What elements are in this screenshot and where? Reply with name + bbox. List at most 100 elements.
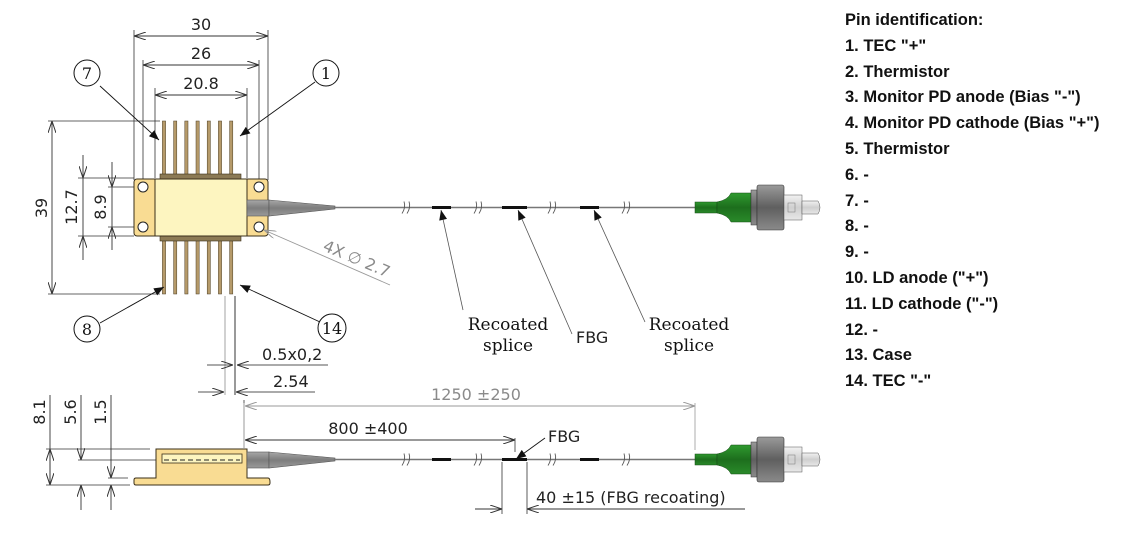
leader-fbg: [517, 209, 573, 335]
pin: [195, 239, 200, 295]
pin-item: 9. -: [845, 243, 869, 262]
fiber-boot: [268, 199, 336, 217]
side-fiber-marks: [401, 453, 631, 466]
dim-side-fiber-height: 5.6: [61, 399, 80, 424]
break-mark: [626, 201, 631, 214]
mount-hole: [253, 221, 265, 233]
side-boot: [268, 451, 336, 469]
dim-fbg-recoating: 40 ±15 (FBG recoating): [536, 488, 726, 507]
break-mark: [401, 201, 406, 214]
break-mark: [547, 201, 552, 214]
label-recoated-splice-2-line2: splice: [664, 336, 714, 356]
dim-side-height: 8.1: [30, 399, 49, 424]
dim-fbg-position: 800 ±400: [328, 419, 408, 438]
package-body: [154, 178, 248, 237]
label-recoated-splice-1-line2: splice: [483, 336, 533, 356]
callout-leader-1: [239, 81, 316, 137]
pin: [195, 120, 200, 176]
pin-item: 6. -: [845, 165, 869, 184]
fiber-boot-base: [246, 199, 270, 217]
pin-item: 1. TEC "+": [845, 36, 927, 55]
callout-circle-1: [312, 59, 340, 87]
pin-item: 4. Monitor PD cathode (Bias "+"): [845, 114, 1100, 133]
break-mark: [547, 453, 552, 466]
pin-item: 5. Thermistor: [845, 139, 950, 158]
break-mark: [621, 453, 626, 466]
pin: [229, 239, 234, 295]
callout-leader-7: [99, 85, 160, 141]
label-fbg-side: FBG: [548, 427, 580, 446]
side-view: 8.1 5.6 1.5 1250 ±250 800 ±400: [30, 385, 821, 514]
fiber-marks: [401, 201, 631, 214]
callout-14: 14: [322, 319, 342, 338]
pin: [229, 120, 234, 176]
pin: [218, 120, 222, 176]
pin-item: 8. -: [845, 217, 869, 236]
dim-width-pins: 20.8: [183, 74, 219, 93]
dim-side-flange: 1.5: [91, 399, 110, 424]
dim-pin-pitch: 2.54: [273, 372, 309, 391]
pin-item: 7. -: [845, 191, 869, 210]
leader-splice-2: [593, 209, 646, 323]
pin: [173, 120, 178, 176]
leader-splice-1: [439, 209, 464, 311]
pins-top: [162, 120, 234, 176]
pin-header-bottom: [159, 235, 242, 242]
break-mark: [406, 201, 411, 214]
break-mark: [552, 201, 557, 214]
dim-pin-size: 0.5x0,2: [262, 345, 322, 364]
mount-hole: [253, 181, 265, 193]
pin-item: 14. TEC "-": [845, 372, 932, 391]
label-fbg-top: FBG: [576, 328, 608, 347]
pin-item: 12. -: [845, 320, 879, 339]
hole-leader: [264, 230, 391, 286]
dim-width-overall: 30: [191, 15, 211, 34]
pins-bottom: [162, 239, 234, 295]
dim-height-holes: 8.9: [91, 194, 110, 219]
break-mark: [478, 201, 483, 214]
pin-item: 3. Monitor PD anode (Bias "-"): [845, 88, 1081, 107]
side-boot-base: [246, 451, 270, 469]
pin-identification-title: Pin identification:: [845, 11, 984, 29]
fc-connector: [694, 184, 821, 231]
pin-item: 13. Case: [845, 346, 912, 365]
pin: [162, 239, 166, 295]
break-mark: [552, 453, 557, 466]
break-mark: [406, 453, 411, 466]
label-recoated-splice-1-line1: Recoated: [468, 315, 549, 335]
pin: [206, 120, 211, 176]
dim-height-overall: 39: [32, 198, 51, 218]
callout-leader-14: [239, 284, 321, 323]
pin: [173, 239, 178, 295]
callout-leader-8: [99, 286, 165, 324]
pin-header-top: [159, 173, 242, 180]
break-mark: [626, 453, 631, 466]
mount-hole: [137, 181, 149, 193]
pin: [162, 120, 166, 176]
callout-circle-7: [73, 59, 101, 87]
dim-width-holes: 26: [191, 44, 211, 63]
pin: [184, 120, 189, 176]
callout-7: 7: [82, 64, 92, 83]
pin: [218, 239, 222, 295]
pin: [206, 239, 211, 295]
dim-holes: 4X ∅ 2.7: [320, 236, 393, 281]
callout-circle-8: [73, 315, 101, 343]
dim-height-body: 12.7: [62, 189, 81, 225]
side-dimension-lines: [50, 395, 111, 510]
top-view: 30 26 20.8 39 12.7 8.9 4X ∅ 2.7 7 1: [32, 15, 821, 395]
dim-fiber-length: 1250 ±250: [431, 385, 521, 404]
pin: [184, 239, 189, 295]
label-recoated-splice-2-line1: Recoated: [649, 315, 730, 335]
break-mark: [621, 201, 626, 214]
callout-8: 8: [82, 320, 92, 339]
dimension-lines: [52, 36, 268, 294]
mount-hole: [137, 221, 149, 233]
side-fc-connector: [694, 436, 821, 483]
pin-item: 2. Thermistor: [845, 62, 950, 81]
break-mark: [478, 453, 483, 466]
break-mark: [473, 453, 478, 466]
callout-1: 1: [321, 64, 331, 83]
pin-item: 11. LD cathode ("-"): [845, 294, 999, 313]
